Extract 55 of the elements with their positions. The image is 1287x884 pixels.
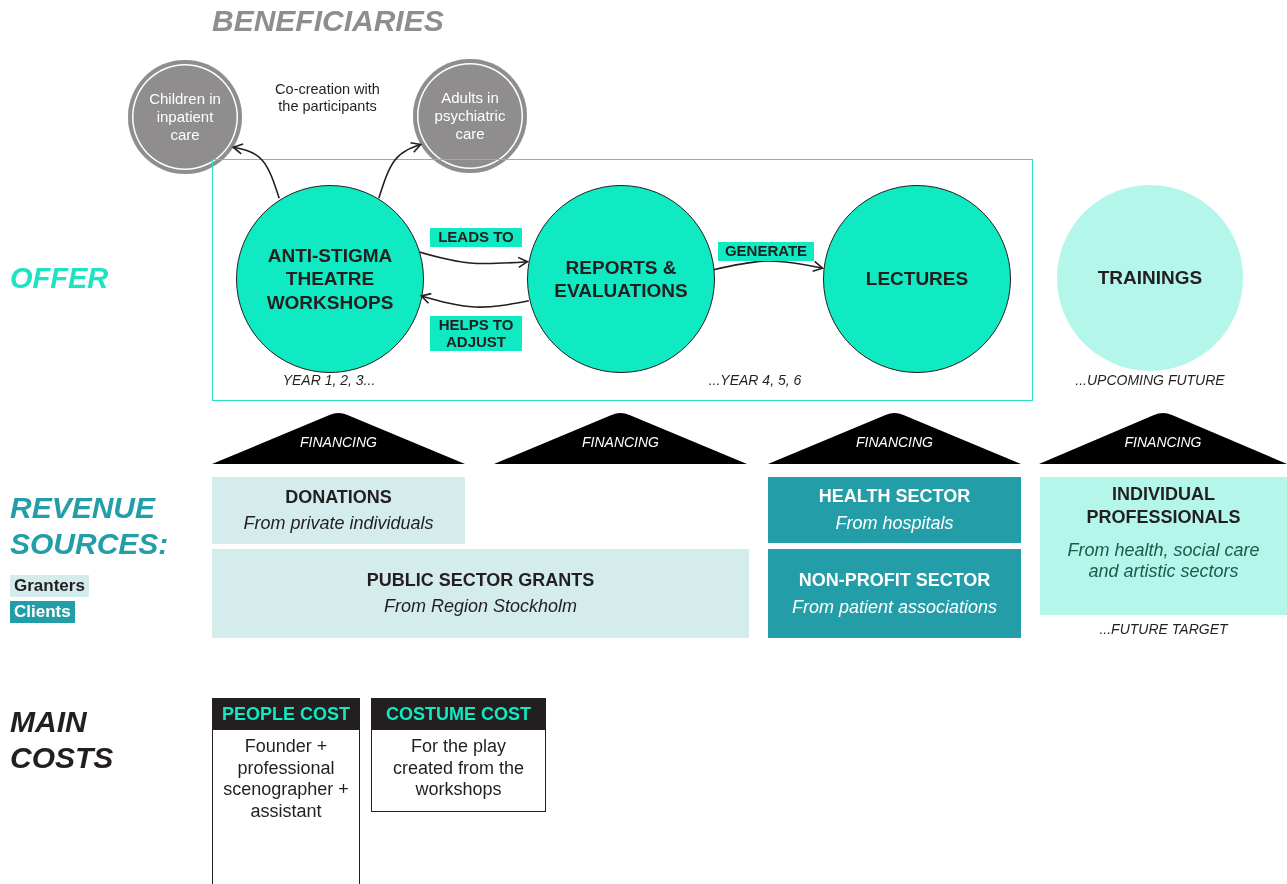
- financing-triangle: [768, 412, 1021, 464]
- source-heading: INDIVIDUAL PROFESSIONALS: [1085, 483, 1242, 530]
- timeline-note: YEAR 1, 2, 3...: [281, 372, 377, 388]
- source-description: From patient associations: [791, 596, 998, 618]
- arrow: [712, 260, 824, 273]
- beneficiary-label: Children in inpatient care: [148, 89, 222, 145]
- arrow: [420, 292, 530, 308]
- source-description: From Region Stockholm: [383, 596, 578, 617]
- revenue-source-box: [1040, 477, 1287, 615]
- offer-label: REPORTS & EVALUATIONS: [553, 255, 689, 303]
- financing-label: FINANCING: [300, 434, 377, 450]
- arrow: [418, 251, 529, 269]
- section-heading: REVENUE SOURCES:: [10, 490, 170, 562]
- financing-label: FINANCING: [582, 434, 659, 450]
- cost-header: PEOPLE COST: [213, 699, 359, 730]
- section-heading: OFFER: [10, 262, 110, 295]
- edge-label: GENERATE: [718, 242, 814, 261]
- edge-label: HELPS TO ADJUST: [430, 316, 522, 351]
- cost-description: Founder + professional scenographer + assistant: [222, 735, 350, 823]
- offer-label: ANTI-STIGMA THEATRE WORKSHOPS: [265, 243, 395, 315]
- financing-triangle: [494, 412, 747, 464]
- revenue-source-box: [212, 477, 465, 544]
- timeline-note: ...YEAR 4, 5, 6: [707, 372, 803, 388]
- arrow: [378, 141, 422, 200]
- offer-label: LECTURES: [865, 267, 969, 291]
- offer-frame: [212, 159, 1033, 401]
- financing-triangle: [1039, 412, 1287, 464]
- cost-card: [212, 698, 360, 884]
- source-heading: HEALTH SECTOR: [818, 486, 971, 508]
- offer-label: TRAININGS: [1097, 267, 1203, 289]
- timeline-note: ...UPCOMING FUTURE: [1074, 372, 1226, 388]
- legend-item: Clients: [10, 601, 75, 623]
- financing-label: FINANCING: [1124, 434, 1202, 450]
- source-description: From health, social care and artistic sectors: [1066, 539, 1261, 582]
- cost-header: COSTUME COST: [372, 699, 545, 730]
- timeline-note: ...FUTURE TARGET: [1098, 621, 1230, 637]
- financing-label: FINANCING: [856, 434, 933, 450]
- source-heading: PUBLIC SECTOR GRANTS: [366, 570, 595, 591]
- source-description: From private individuals: [243, 513, 434, 534]
- source-heading: NON-PROFIT SECTOR: [798, 569, 991, 591]
- section-heading: BENEFICIARIES: [212, 4, 445, 38]
- financing-triangle: [212, 412, 465, 464]
- revenue-source-box: [768, 477, 1021, 543]
- cost-description: For the play created from the workshops: [391, 735, 526, 801]
- edge-label: LEADS TO: [430, 228, 522, 247]
- source-heading: DONATIONS: [285, 487, 392, 508]
- arrow: [232, 143, 280, 200]
- beneficiary-label: Adults in psychiatric care: [433, 88, 507, 144]
- section-heading: MAIN COSTS: [10, 704, 115, 776]
- revenue-source-box: [768, 549, 1021, 638]
- source-description: From hospitals: [835, 513, 954, 534]
- revenue-source-box: [212, 549, 749, 638]
- annotation-text: Co-creation with the participants: [274, 81, 381, 115]
- cost-card: [371, 698, 546, 812]
- legend-item: Granters: [10, 575, 89, 597]
